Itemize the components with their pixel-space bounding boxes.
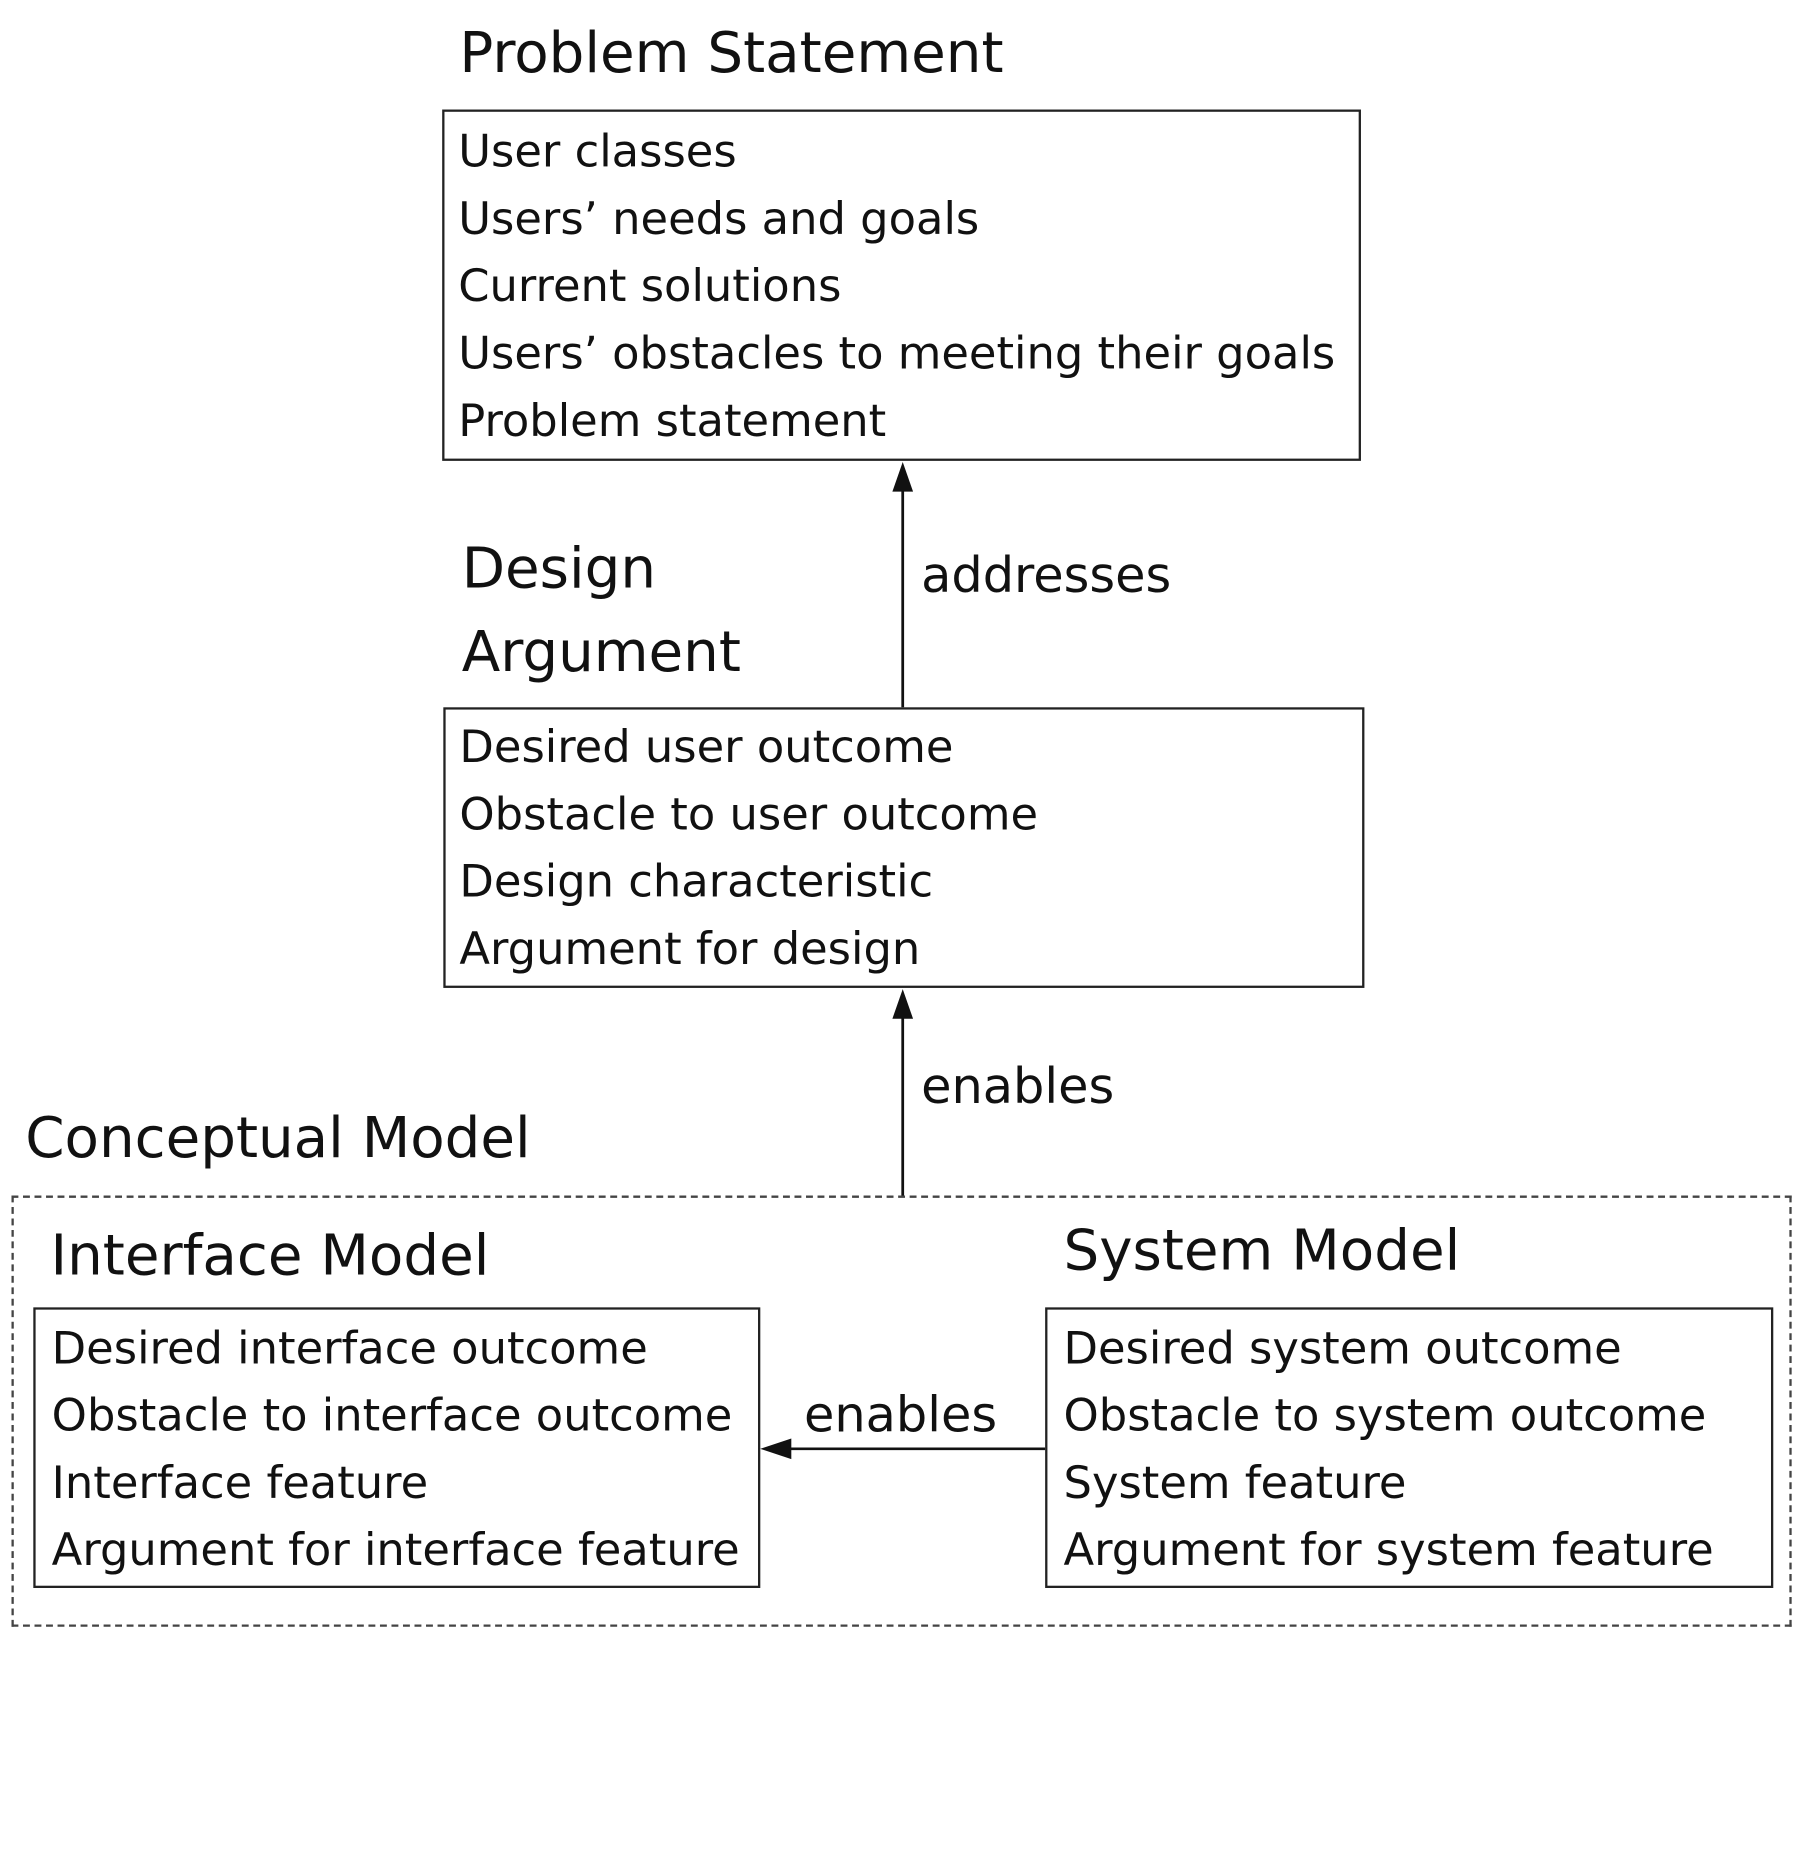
design-argument-box: Desired user outcome Obstacle to user ou… xyxy=(443,707,1365,988)
enables-arrow-vertical xyxy=(892,989,914,1196)
interface-model-title: Interface Model xyxy=(50,1222,490,1288)
interface-model-box: Desired interface outcome Obstacle to in… xyxy=(33,1307,761,1588)
enables-arrow-horizontal xyxy=(760,1438,1046,1460)
addresses-arrow xyxy=(892,462,914,708)
interface-model-item: Interface feature xyxy=(51,1457,429,1510)
problem-statement-title: Problem Statement xyxy=(459,20,1004,86)
system-model-item: Argument for system feature xyxy=(1063,1525,1714,1577)
problem-statement-item: Users’ needs and goals xyxy=(458,193,980,246)
conceptual-model-container xyxy=(11,1195,1792,1627)
design-argument-item: Argument for design xyxy=(459,924,921,976)
design-argument-item: Desired user outcome xyxy=(459,722,954,774)
conceptual-model-title: Conceptual Model xyxy=(25,1105,531,1171)
system-model-box: Desired system outcome Obstacle to syste… xyxy=(1045,1307,1774,1588)
edges-layer xyxy=(760,462,1046,1460)
interface-model-item: Obstacle to interface outcome xyxy=(51,1390,733,1442)
problem-statement-item: Current solutions xyxy=(458,261,842,313)
design-argument-item: Design characteristic xyxy=(459,856,934,909)
design-argument-title-line1: Design xyxy=(461,536,657,602)
enables-label-horizontal: enables xyxy=(803,1387,998,1445)
interface-model-item: Desired interface outcome xyxy=(51,1323,648,1375)
addresses-label: addresses xyxy=(921,547,1172,605)
system-model-title: System Model xyxy=(1063,1218,1461,1284)
enables-label-vertical: enables xyxy=(921,1058,1115,1116)
design-argument-title-line2: Argument xyxy=(461,619,741,685)
problem-statement-item: Users’ obstacles to meeting their goals xyxy=(458,328,1336,380)
system-model-item: System feature xyxy=(1063,1457,1407,1510)
system-model-item: Desired system outcome xyxy=(1063,1323,1622,1375)
problem-statement-item: User classes xyxy=(458,126,737,178)
system-model-item: Obstacle to system outcome xyxy=(1063,1390,1707,1442)
problem-statement-item: Problem statement xyxy=(458,395,887,448)
design-argument-item: Obstacle to user outcome xyxy=(459,789,1039,841)
problem-statement-box: User classes Users’ needs and goals Curr… xyxy=(442,109,1361,461)
interface-model-item: Argument for interface feature xyxy=(51,1525,740,1577)
